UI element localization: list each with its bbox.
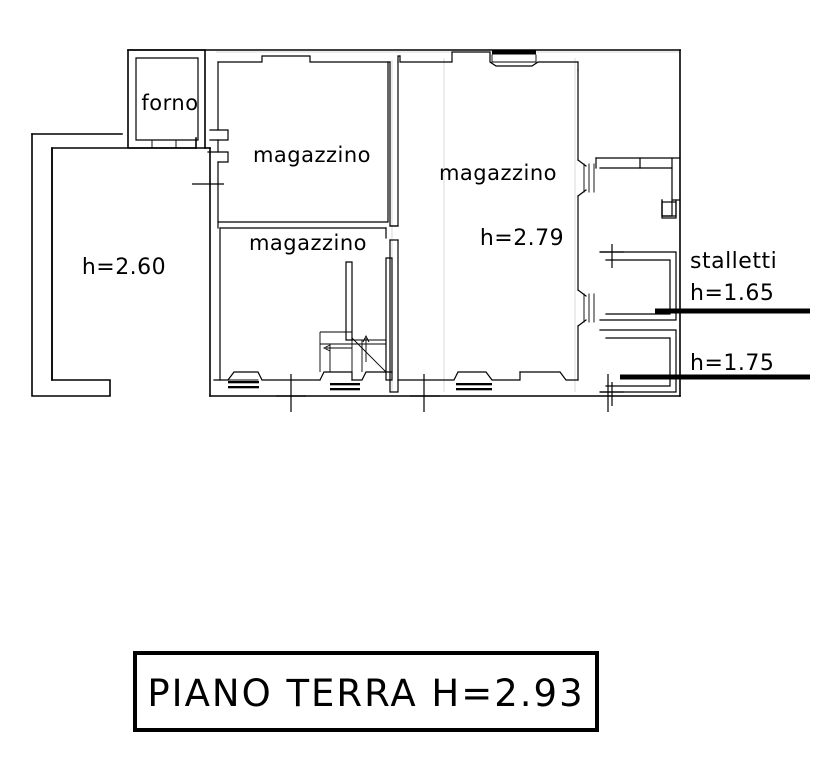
room-labels: forno magazzino magazzino magazzino bbox=[141, 91, 557, 255]
room-magazzino-bottom-left-outline bbox=[219, 227, 387, 381]
title-block-border bbox=[133, 651, 599, 732]
height-label-stalletto-upper: h=1.65 bbox=[690, 281, 774, 306]
room-label-forno: forno bbox=[141, 91, 198, 115]
stalletti-stalls bbox=[599, 244, 677, 406]
room-magazzino-top-left-outline bbox=[207, 61, 389, 229]
central-partition-wall bbox=[389, 61, 399, 393]
height-label-courtyard-left: h=2.60 bbox=[82, 255, 166, 280]
height-label-stalletto-lower: h=1.75 bbox=[690, 351, 774, 376]
bottom-wall-openings bbox=[213, 371, 579, 391]
area-label-stalletti: stalletti bbox=[690, 249, 777, 274]
room-label-magazzino-right: magazzino bbox=[439, 161, 557, 185]
area-labels: stalletti bbox=[690, 249, 777, 274]
building-outer-walls bbox=[127, 49, 681, 397]
title-block: PIANO TERRA H=2.93 bbox=[133, 651, 599, 732]
height-annotations: h=2.60 h=2.79 h=1.65 h=1.75 bbox=[82, 226, 774, 376]
bottom-axis-ticks bbox=[276, 374, 609, 412]
courtyard-left-outline bbox=[31, 133, 197, 397]
height-label-magazzino-right: h=2.79 bbox=[480, 226, 564, 251]
title-block-text: PIANO TERRA H=2.93 bbox=[147, 672, 584, 715]
room-magazzino-right-outline bbox=[577, 69, 595, 381]
right-wing-upper bbox=[595, 157, 681, 219]
leader-lines bbox=[620, 308, 810, 380]
staircase bbox=[319, 257, 393, 381]
room-label-magazzino-top-left: magazzino bbox=[253, 143, 371, 167]
top-wall-inner-face bbox=[217, 50, 579, 71]
room-label-magazzino-bottom-left: magazzino bbox=[249, 231, 367, 255]
